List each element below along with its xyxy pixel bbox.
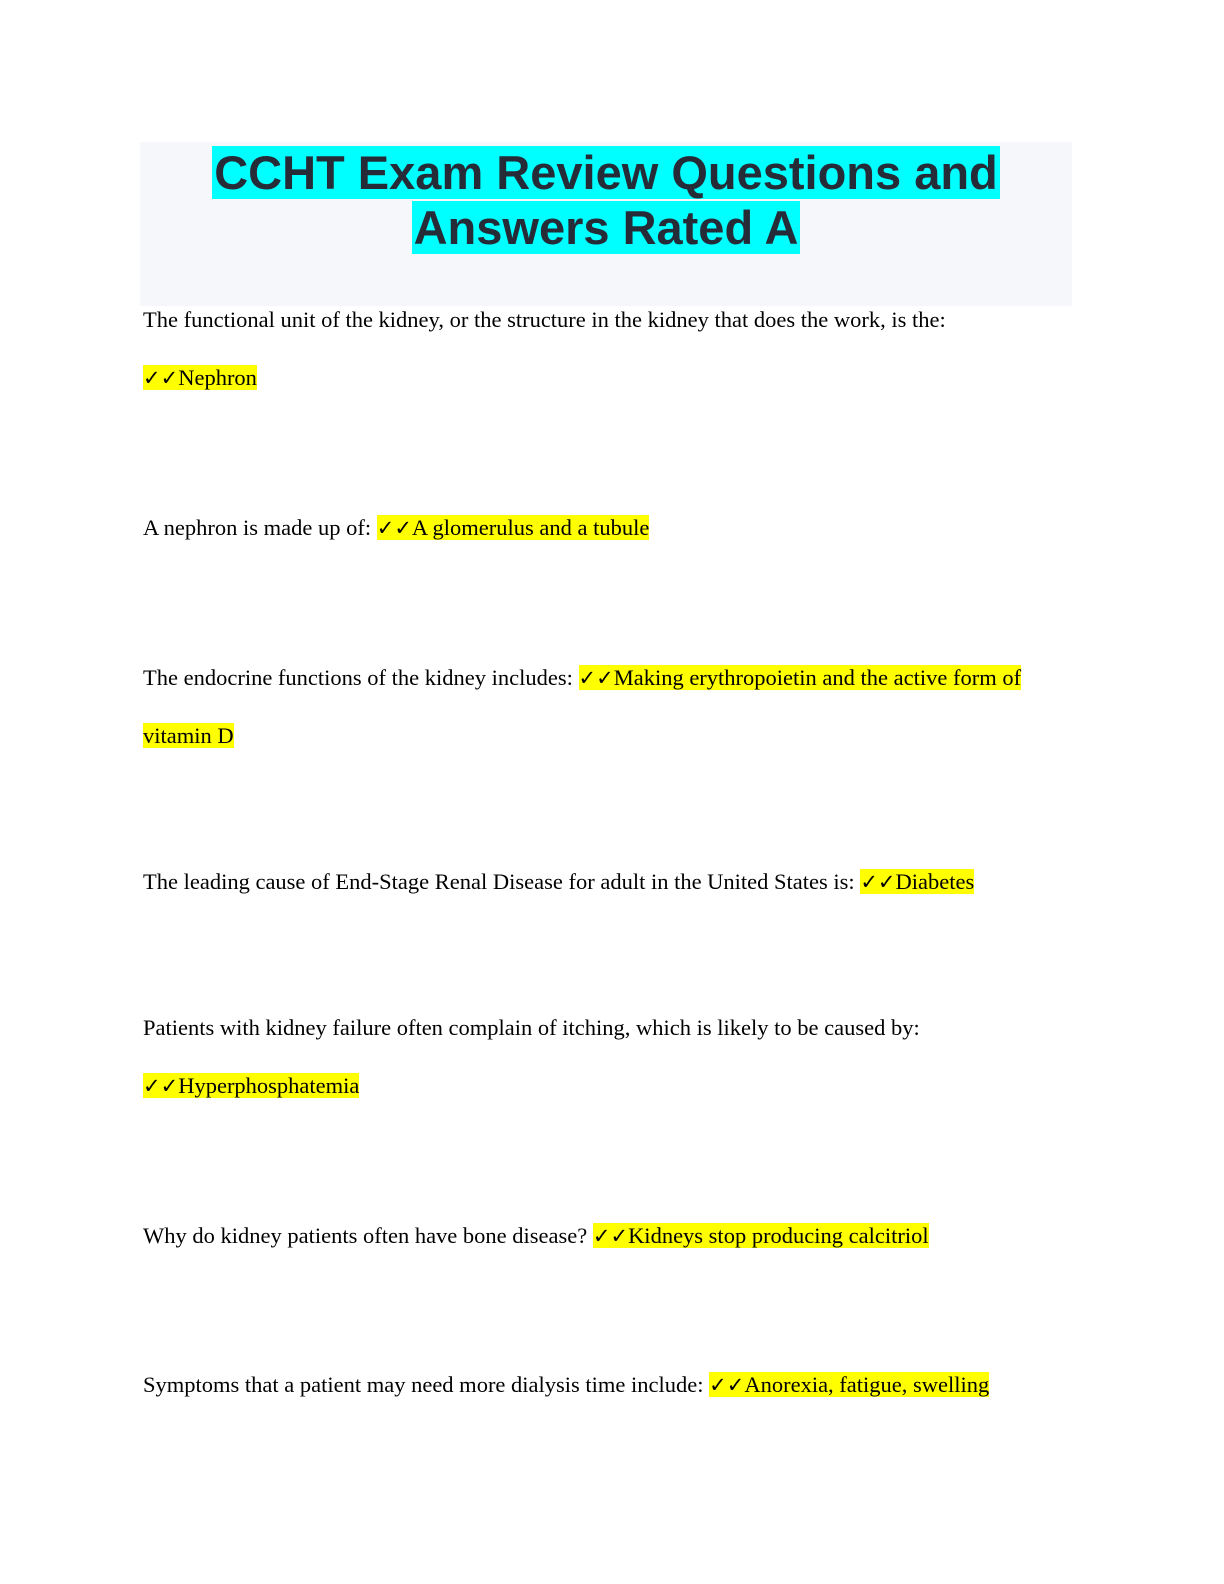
- answer-highlight: ✓✓Kidneys stop producing calcitriol: [592, 1223, 929, 1248]
- question-text: A nephron is made up of:: [143, 515, 377, 540]
- qa-item-6: Why do kidney patients often have bone d…: [143, 1207, 1063, 1265]
- title-block: CCHT Exam Review Questions and Answers R…: [140, 142, 1072, 306]
- answer-text: Diabetes: [895, 869, 975, 894]
- check-icon: ✓✓: [376, 516, 412, 540]
- check-icon: ✓✓: [592, 1224, 629, 1248]
- qa-item-7: Symptoms that a patient may need more di…: [143, 1356, 1063, 1414]
- answer-text: Anorexia, fatigue, swelling: [744, 1372, 990, 1397]
- answer-text: Kidneys stop producing calcitriol: [628, 1223, 929, 1248]
- qa-item-4: The leading cause of End-Stage Renal Dis…: [143, 853, 1063, 911]
- question-text: Patients with kidney failure often compl…: [143, 1015, 920, 1040]
- qa-item-1: The functional unit of the kidney, or th…: [143, 291, 1063, 407]
- question-text: Why do kidney patients often have bone d…: [143, 1223, 593, 1248]
- page-title: CCHT Exam Review Questions and Answers R…: [140, 142, 1072, 255]
- question-text: The leading cause of End-Stage Renal Dis…: [143, 869, 861, 894]
- answer-highlight: ✓✓Hyperphosphatemia: [143, 1073, 360, 1098]
- answer-text: Nephron: [178, 365, 257, 390]
- title-line-1: CCHT Exam Review Questions and: [212, 146, 1000, 199]
- answer-text: A glomerulus and a tubule: [411, 515, 650, 540]
- answer-highlight: ✓✓Nephron: [143, 365, 257, 390]
- title-line-2: Answers Rated A: [411, 201, 801, 254]
- check-icon: ✓✓: [709, 1373, 745, 1397]
- answer-text: Making erythropoietin and the active for…: [143, 665, 1022, 748]
- question-text: Symptoms that a patient may need more di…: [143, 1372, 710, 1397]
- check-icon: ✓✓: [578, 666, 614, 690]
- question-text: The endocrine functions of the kidney in…: [143, 665, 579, 690]
- check-icon: ✓✓: [143, 366, 179, 390]
- check-icon: ✓✓: [860, 870, 896, 894]
- answer-text: Hyperphosphatemia: [178, 1073, 360, 1098]
- check-icon: ✓✓: [143, 1074, 179, 1098]
- qa-item-5: Patients with kidney failure often compl…: [143, 999, 1063, 1115]
- qa-item-3: The endocrine functions of the kidney in…: [143, 649, 1053, 765]
- answer-highlight: ✓✓Diabetes: [860, 869, 975, 894]
- answer-highlight: ✓✓Anorexia, fatigue, swelling: [709, 1372, 990, 1397]
- answer-highlight: ✓✓A glomerulus and a tubule: [376, 515, 650, 540]
- qa-item-2: A nephron is made up of: ✓✓A glomerulus …: [143, 499, 1063, 557]
- question-text: The functional unit of the kidney, or th…: [143, 307, 946, 332]
